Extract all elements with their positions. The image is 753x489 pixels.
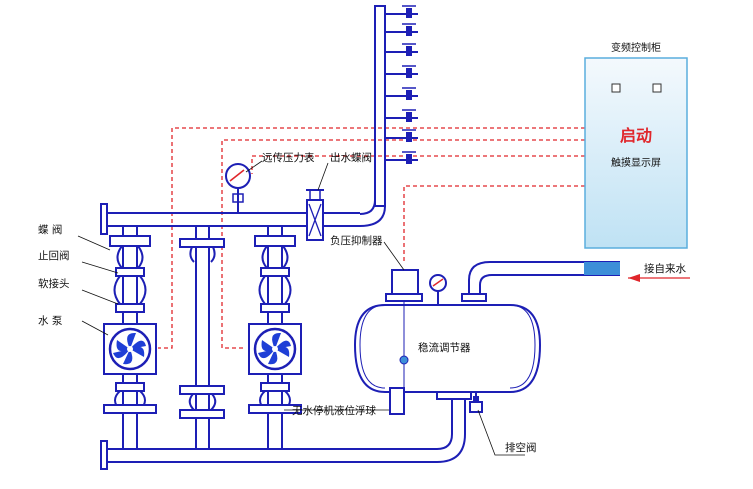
pump-impeller-icon bbox=[108, 327, 152, 371]
check-valve-label: 止回阀 bbox=[38, 249, 70, 262]
leader-lines bbox=[77, 160, 525, 456]
drain-valve-label: 排空阀 bbox=[505, 441, 537, 454]
remote-pressure-gauge-label: 远传压力表 bbox=[262, 151, 315, 164]
float-ball-label: 无水停机液位浮球 bbox=[292, 404, 376, 417]
inlet-pipe bbox=[461, 261, 620, 302]
soft-joint-label: 软接头 bbox=[38, 277, 70, 290]
inlet-label: 接自来水 bbox=[644, 262, 686, 275]
pump-impeller-icon bbox=[253, 327, 297, 371]
butterfly-valve-label: 蝶 阀 bbox=[38, 223, 62, 236]
remote-pressure-gauge-icon bbox=[225, 163, 251, 189]
inlet-arrow-icon bbox=[628, 274, 690, 282]
bypass-column bbox=[179, 226, 225, 449]
control-cabinet bbox=[584, 57, 688, 249]
cabinet-labels: 变频控制柜 启动 触摸显示屏 bbox=[611, 41, 661, 169]
steady-flow-regulator-tank bbox=[353, 300, 542, 415]
suction-header-pipe bbox=[100, 391, 472, 470]
riser-pipe bbox=[359, 5, 418, 227]
outlet-butterfly-valve-icon bbox=[306, 189, 324, 241]
drain-valve-icon bbox=[469, 392, 483, 413]
cabinet-title: 变频控制柜 bbox=[611, 41, 661, 54]
pump-label: 水 泵 bbox=[38, 315, 63, 327]
negative-pressure-suppressor-icon bbox=[385, 269, 423, 302]
component-labels: 蝶 阀 止回阀 软接头 水 泵 远传压力表 出水蝶阀 负压抑制器 稳流调节器 无… bbox=[38, 151, 686, 454]
touch-screen-label: 触摸显示屏 bbox=[611, 156, 661, 169]
start-label: 启动 bbox=[620, 126, 652, 145]
negative-pressure-suppressor-label: 负压抑制器 bbox=[330, 234, 383, 247]
steady-flow-regulator-label: 稳流调节器 bbox=[418, 341, 471, 354]
riser-branch-valves bbox=[385, 5, 418, 164]
pressure-gauge-icon bbox=[429, 274, 447, 305]
outlet-butterfly-valve-label: 出水蝶阀 bbox=[330, 151, 372, 164]
